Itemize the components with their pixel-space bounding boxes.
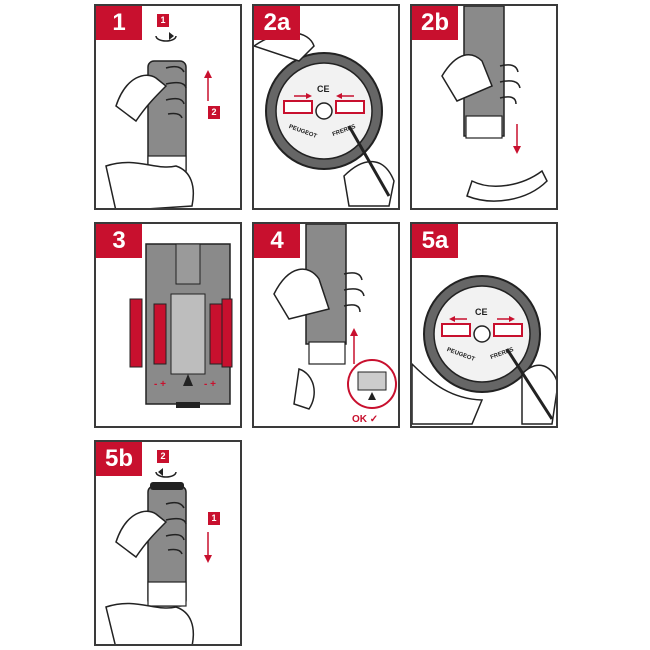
sub-step-badge-twist: 1 (157, 14, 169, 27)
step-tag: 5a (412, 224, 458, 258)
grinder-hand-illustration (105, 32, 212, 208)
step-tag: 3 (96, 224, 142, 258)
grinder-remove-base-illustration (441, 6, 548, 202)
panel-step-5b: 5b 2 1 (94, 440, 242, 646)
panel-step-5a: 5a CE PEUGEOT FRERES (410, 222, 558, 428)
step-tag: 4 (254, 224, 300, 258)
panel-step-2a: 2a CE PEUGEOT FRERES (252, 4, 400, 210)
step-tag: 1 (96, 6, 142, 40)
sub-step-badge-twist: 2 (157, 450, 169, 463)
ce-mark: CE (475, 307, 488, 317)
panel-step-3: 3 - + - + (94, 222, 242, 428)
ce-mark: CE (317, 84, 330, 94)
panel-step-4: 4 OK ✓ (252, 222, 400, 428)
ok-check-label: OK ✓ (352, 414, 379, 425)
svg-text:- +: - + (204, 379, 216, 390)
svg-text:- +: - + (154, 379, 166, 390)
battery-compartment-illustration: - + - + (129, 243, 233, 408)
step-tag: 5b (96, 442, 142, 476)
panel-step-2b: 2b (410, 4, 558, 210)
panel-step-1: 1 1 2 (94, 4, 242, 210)
step-tag: 2b (412, 6, 458, 40)
grinder-base-lock-illustration (412, 275, 556, 425)
sub-step-badge-lift: 2 (208, 106, 220, 119)
grinder-reattach-illustration (273, 224, 397, 410)
grinder-lock-illustration (105, 468, 212, 644)
step-tag: 2a (254, 6, 300, 40)
sub-step-badge-lower: 1 (208, 512, 220, 525)
